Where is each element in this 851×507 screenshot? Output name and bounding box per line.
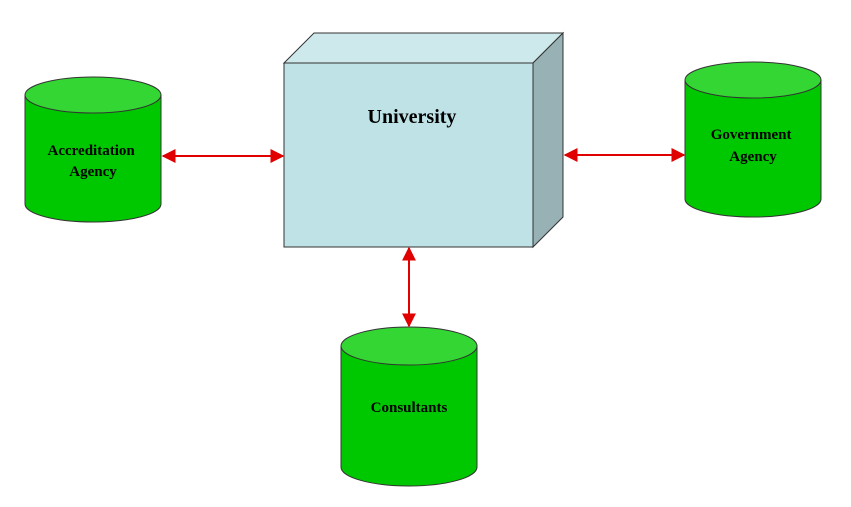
university-box: University: [282, 31, 565, 249]
consultants-cylinder-top: [340, 326, 478, 366]
government-cylinder-body: [684, 79, 822, 218]
consultants-cylinder-body: [340, 345, 478, 487]
university-box-front: [283, 62, 534, 248]
accreditation-cylinder-body: [24, 94, 162, 223]
accreditation-cylinder-top: [24, 76, 162, 114]
consultants-label: Consultants: [371, 400, 448, 416]
university-box-top: [282, 32, 565, 64]
university-box-side: [532, 31, 564, 249]
government-agency-cylinder: Government Agency: [684, 61, 822, 218]
government-label: Government Agency: [711, 127, 796, 165]
university-label: University: [368, 106, 457, 128]
accreditation-agency-cylinder: Accreditation Agency: [24, 76, 162, 223]
government-cylinder-top: [684, 61, 822, 99]
accreditation-label: Accreditation Agency: [48, 143, 139, 180]
consultants-cylinder: Consultants: [340, 326, 478, 487]
